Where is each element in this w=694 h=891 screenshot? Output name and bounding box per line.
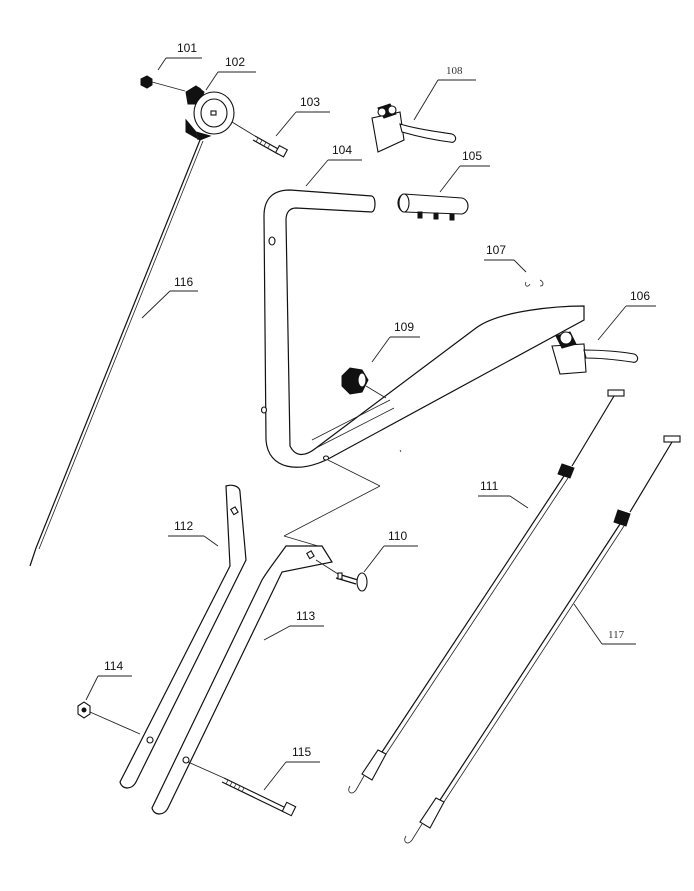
label-117-text: 117 (608, 629, 625, 641)
label-106-text: 106 (630, 289, 650, 303)
part-103-bolt (231, 121, 289, 158)
label-116: 116 (141, 275, 198, 319)
label-111-text: 111 (480, 479, 499, 493)
label-109-text: 109 (394, 320, 414, 334)
assembly-lines (283, 449, 402, 547)
label-112-text: 112 (174, 519, 193, 533)
label-115-text: 115 (292, 745, 311, 759)
label-115: 115 (263, 745, 320, 791)
label-111: 111 (478, 479, 529, 509)
part-108-lever (371, 103, 457, 153)
label-102-text: 102 (225, 55, 245, 69)
part-116-long-cable (29, 139, 204, 567)
label-114-text: 114 (104, 659, 123, 673)
label-104-text: 104 (332, 143, 352, 157)
part-104-upper-handle (260, 189, 585, 468)
part-114-nut (77, 701, 141, 735)
label-113-text: 113 (296, 609, 315, 623)
label-108-text: 108 (446, 65, 463, 77)
part-106-lever (551, 331, 639, 375)
label-103-text: 103 (300, 95, 320, 109)
label-103: 103 (275, 95, 330, 137)
label-113: 113 (263, 609, 324, 641)
part-109-knob (341, 367, 387, 399)
label-105-text: 105 (462, 149, 482, 163)
label-105: 105 (439, 149, 490, 193)
label-116-text: 116 (174, 275, 193, 289)
part-107-clip (525, 279, 544, 287)
part-113-lower-handle-right (151, 545, 333, 815)
label-110: 110 (363, 529, 418, 573)
label-101: 101 (157, 41, 202, 71)
part-111-cable (348, 389, 625, 794)
label-107: 107 (484, 243, 527, 273)
label-101-text: 101 (177, 41, 197, 55)
part-110-carriage-bolt (315, 559, 368, 592)
part-105-grip (397, 193, 469, 221)
label-110-text: 110 (388, 529, 407, 543)
part-102-control-housing (185, 85, 235, 141)
label-107-text: 107 (486, 243, 506, 257)
part-115-long-bolt (187, 761, 297, 817)
label-117: 117 (573, 603, 636, 645)
label-112: 112 (168, 519, 219, 547)
label-104: 104 (305, 143, 362, 187)
label-102: 102 (205, 55, 256, 91)
part-112-lower-handle-left (119, 484, 247, 789)
part-101-nut (140, 75, 186, 92)
part-117-cable (404, 435, 681, 844)
label-106: 106 (597, 289, 656, 341)
label-114: 114 (85, 659, 132, 701)
label-109: 109 (371, 320, 420, 363)
label-108: 108 (413, 65, 476, 121)
